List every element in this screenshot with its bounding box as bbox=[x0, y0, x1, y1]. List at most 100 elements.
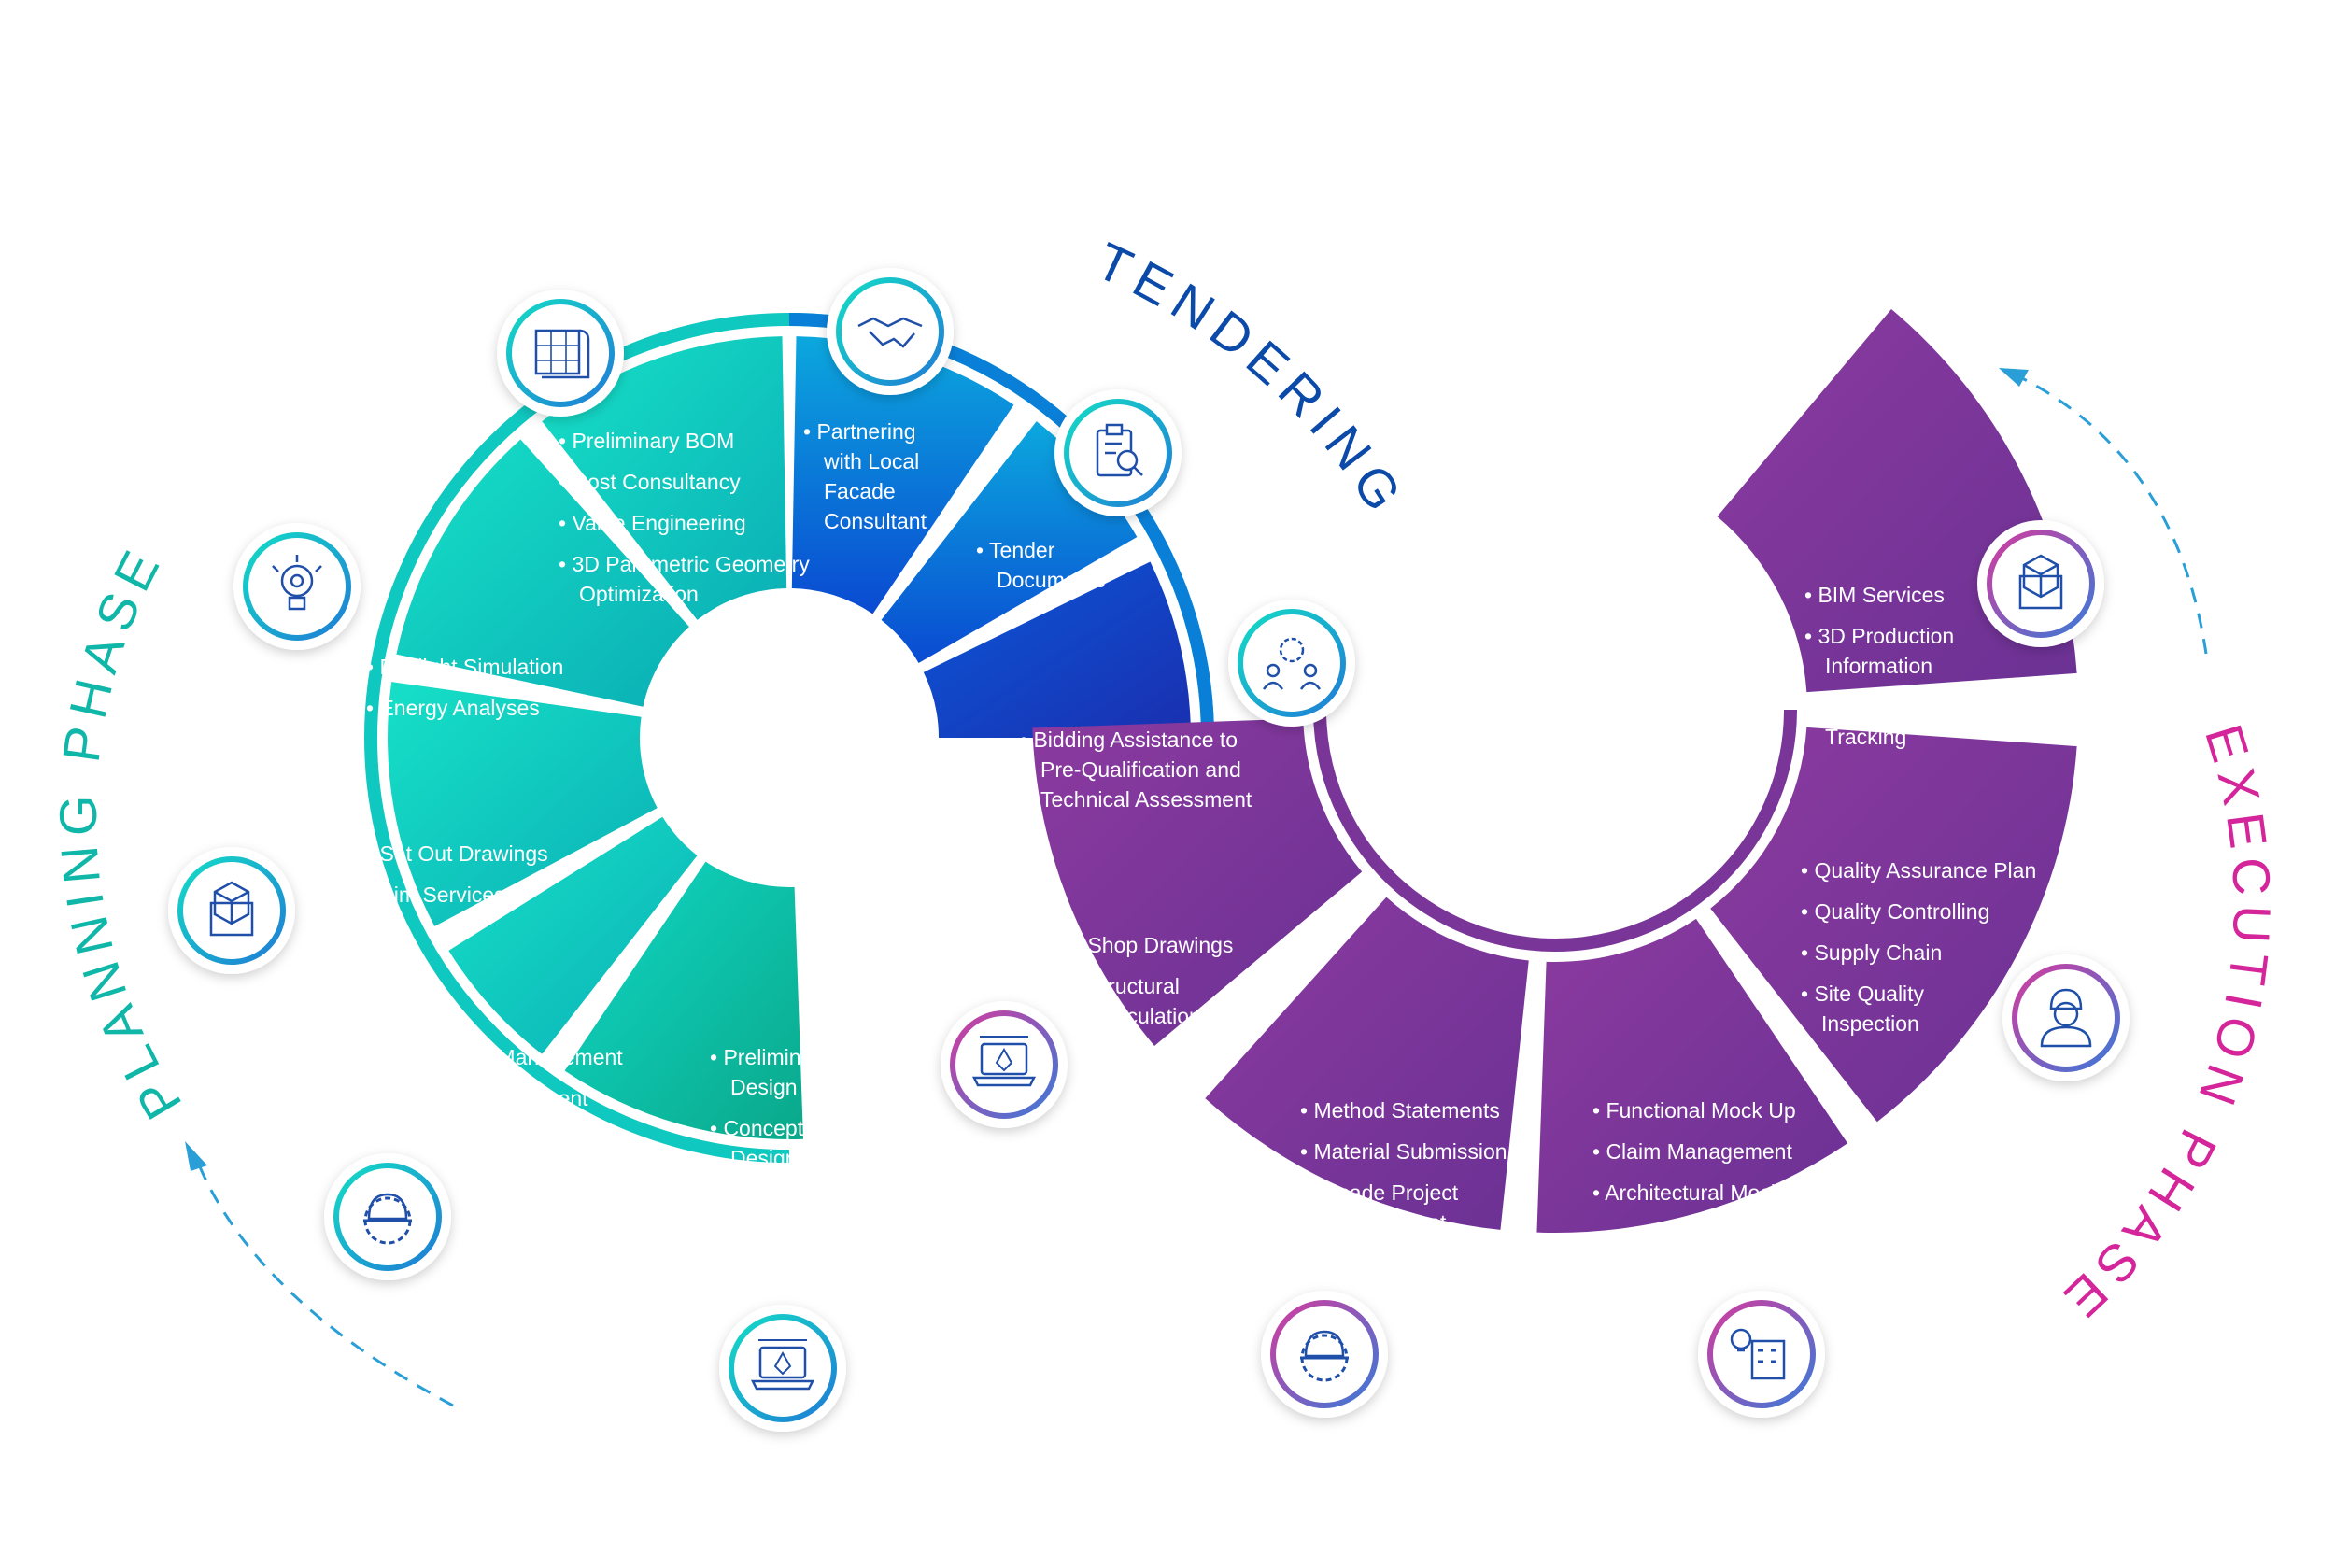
icon-ring bbox=[836, 277, 944, 386]
segment-item-line: • Concept and Schematic bbox=[710, 1116, 952, 1140]
planning-arrow-head bbox=[185, 1141, 207, 1171]
segment-item-line: • Method Statements bbox=[1300, 1098, 1500, 1123]
laptop-pen-icon bbox=[971, 1036, 1037, 1087]
icon-ring bbox=[1987, 530, 2095, 638]
clipboard-search-icon bbox=[1096, 423, 1143, 477]
icon-badge bbox=[324, 1153, 451, 1280]
execution-text-method-statements: • Method Statements• Material Submission… bbox=[1300, 1098, 1507, 1235]
planning-icon-daylight bbox=[234, 523, 361, 650]
icon-badge bbox=[1261, 1291, 1388, 1418]
segment-item-line: • Quality Controlling bbox=[1801, 899, 1989, 924]
planning-icon-preliminary-bom bbox=[497, 290, 624, 417]
icon-badge bbox=[1228, 600, 1355, 727]
icon-badge bbox=[497, 290, 624, 417]
segment-item-line: • Supply Chain bbox=[1801, 940, 1942, 965]
execution-segment-method-statements bbox=[1205, 897, 1529, 1230]
segment-item-line: • 3D Parametric Geometry bbox=[559, 552, 810, 576]
segment-item-line: • Bidding Assistance to bbox=[1020, 727, 1238, 752]
execution-icon-method-statements bbox=[1261, 1291, 1388, 1418]
planning-text-preliminary-bom: • Preliminary BOM• Cost Consultancy• Val… bbox=[559, 429, 810, 606]
icon-ring bbox=[2012, 964, 2120, 1072]
icon-ring bbox=[333, 1163, 442, 1271]
icon-badge bbox=[2002, 954, 2130, 1081]
tendering-segment-partnering bbox=[791, 336, 1014, 614]
segment-item-line: • Facade Project bbox=[1300, 1180, 1459, 1205]
icons-layer bbox=[168, 268, 2130, 1432]
icon-badge bbox=[1054, 389, 1182, 516]
segment-item-line: Technical Assessment bbox=[1040, 787, 1252, 812]
segment-item-line: • Site Quality bbox=[1801, 982, 1925, 1006]
blueprint-icon bbox=[534, 329, 590, 379]
segment-item-line: • Preliminary to Final bbox=[710, 1045, 907, 1069]
segment-item-line: • Design Management bbox=[411, 1045, 623, 1069]
planning-text-daylight: • Daylight Simulation • Energy Analyses bbox=[366, 655, 563, 720]
segment-item-line: Facade bbox=[824, 479, 896, 503]
icon-ring bbox=[950, 1010, 1058, 1119]
execution-text-quality: • Quality Assurance Plan• Quality Contro… bbox=[1801, 858, 2036, 1036]
segment-item-line: Consultant bbox=[824, 509, 927, 533]
segment-item-line: • Structural Calculation bbox=[710, 1187, 927, 1211]
icon-ring bbox=[177, 856, 286, 965]
segment-item-line: • Thermal and Acoustic bbox=[710, 1228, 929, 1252]
segment-item-line: with Local bbox=[823, 449, 919, 473]
execution-arrow-head bbox=[1999, 368, 2029, 387]
tendering-icon-tender-docs bbox=[1054, 389, 1182, 516]
tendering-icon-partnering bbox=[827, 268, 954, 395]
planning-icon-set-out bbox=[168, 847, 295, 974]
execution-segment-shop-drawings bbox=[1032, 718, 1363, 1046]
building-bulb-icon bbox=[1730, 1328, 1786, 1380]
tendering-segment-bidding bbox=[923, 561, 1191, 738]
icon-badge bbox=[1698, 1291, 1825, 1418]
segment-item-line: • Set Out Drawings bbox=[366, 841, 548, 866]
planning-icon-preliminary-final bbox=[719, 1305, 846, 1432]
segment-item-line: • Functional Mock Up bbox=[1592, 1098, 1796, 1123]
execution-segment-quality bbox=[1710, 727, 2077, 1123]
planning-text-design-mgmt: • Design Management • Risk Assessment bbox=[411, 1045, 623, 1110]
hardhat-gear-icon bbox=[363, 1193, 412, 1245]
planning-dashed-arrow bbox=[194, 1157, 454, 1407]
segment-item-line: • Bim Services bbox=[366, 883, 505, 907]
segment-item-line: Calculations bbox=[1095, 1004, 1211, 1028]
worker-icon bbox=[2040, 988, 2092, 1048]
lightbulb-gear-icon bbox=[272, 555, 322, 611]
handshake-icon bbox=[857, 317, 923, 348]
icon-ring bbox=[506, 299, 615, 407]
execution-icon-functional-mockup bbox=[1698, 1291, 1825, 1418]
segment-item-line: • Energy Analyses bbox=[366, 696, 540, 720]
segment-item-line: • Daylight Simulation bbox=[366, 655, 563, 679]
segment-item-line: Management bbox=[1321, 1210, 1447, 1235]
icon-ring bbox=[729, 1314, 837, 1422]
icon-ring bbox=[243, 532, 351, 641]
planning-phase-label: PLANNING PHASE bbox=[49, 534, 193, 1129]
execution-segment-functional-mockup bbox=[1536, 918, 1848, 1233]
icon-ring bbox=[1238, 609, 1346, 717]
execution-icon-shop-drawings bbox=[941, 1001, 1068, 1128]
segment-item-line: Documents bbox=[997, 568, 1105, 592]
segment-item-line: Design bbox=[730, 1146, 798, 1170]
hardhat-gear-icon bbox=[1300, 1330, 1349, 1382]
segment-item-line: Tracking bbox=[1825, 725, 1906, 749]
execution-icon-quality bbox=[2002, 954, 2130, 1081]
segment-item-line: Inspection bbox=[1821, 1011, 1919, 1036]
segment-item-line: • Structural bbox=[1074, 974, 1180, 998]
planning-icon-design-mgmt bbox=[324, 1153, 451, 1280]
segment-item-line: • RFID Component bbox=[1804, 695, 1986, 719]
segment-item-line: • Partnering bbox=[803, 419, 916, 444]
segment-item-line: Pre-Qualification and bbox=[1040, 757, 1241, 782]
segment-item-line: • Risk Assessment bbox=[411, 1086, 588, 1110]
execution-inner-band bbox=[1313, 627, 1797, 952]
segment-item-line: • BIM Services bbox=[1804, 583, 1945, 607]
segment-item-line: • Shop Drawings bbox=[1074, 933, 1233, 957]
bim-cube-icon bbox=[2018, 554, 2063, 610]
execution-dashed-arrow bbox=[2021, 376, 2208, 655]
planning-segment-preliminary-bom bbox=[542, 336, 787, 620]
execution-icon-bim-services bbox=[1977, 520, 2104, 647]
planning-text-set-out: • Set Out Drawings • Bim Services bbox=[366, 841, 548, 907]
segment-item-line: • 3D Production bbox=[1804, 624, 1954, 648]
planning-segment-preliminary-final bbox=[564, 861, 804, 1139]
team-gear-icon bbox=[1262, 637, 1322, 690]
